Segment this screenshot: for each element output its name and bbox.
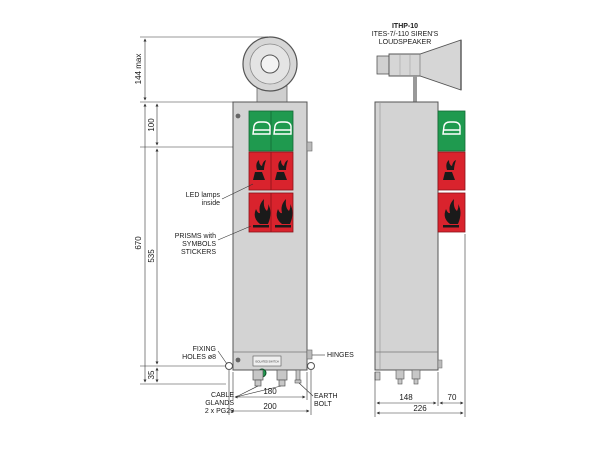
title-model: ITHP-10: [392, 23, 418, 30]
hinge-bottom: [306, 349, 313, 360]
green-prism-side: [437, 110, 466, 152]
dim-top-section: 100: [147, 118, 156, 132]
dim-siren-height: 144 max: [134, 54, 143, 85]
prism-label-1: PRISMS with: [175, 233, 216, 240]
burning-car-icon: [253, 160, 288, 180]
fixing-hole-right: [307, 362, 315, 370]
housing-side: [374, 101, 439, 371]
cable-glands: [252, 369, 288, 387]
speaker-mast: [413, 76, 417, 110]
side-glands: [374, 369, 421, 385]
burning-car-side-icon: [443, 160, 456, 180]
hinges-label: HINGES: [327, 352, 354, 359]
drawing-labels: ITHP-10 ITES-7/-110 SIREN'S LOUDSPEAKER …: [134, 23, 457, 415]
hinge-top: [306, 141, 313, 152]
dim-body-height: 535: [147, 249, 156, 263]
title-line2: LOUDSPEAKER: [379, 39, 432, 46]
prism-label-2: SYMBOLS: [182, 241, 216, 248]
switch-plate-label: ISOLATED SWITCH: [255, 360, 279, 364]
front-view: ISOLATED SWITCH: [225, 36, 315, 387]
siren-front: [242, 36, 298, 103]
horn-loudspeaker: [376, 39, 462, 91]
glands-label-1: CABLE: [211, 392, 234, 399]
isolation-switch-plate: [252, 355, 282, 367]
leader-lines: [217, 183, 325, 398]
earth-label-2: BOLT: [314, 401, 332, 408]
dim-inner-width: 180: [263, 387, 277, 396]
fixing-label-2: HOLES ø8: [182, 354, 216, 361]
dim-bottom-section: 35: [147, 370, 156, 379]
car-symbol-icon: [252, 121, 292, 135]
led-label-2: inside: [202, 200, 220, 207]
title-line1: ITES-7/-110 SIREN'S: [372, 31, 439, 38]
led-label-1: LED lamps: [186, 192, 221, 199]
glands-label-2: GLANDS: [205, 400, 234, 407]
earth-bolt: [294, 369, 302, 384]
dim-total-width: 200: [263, 402, 277, 411]
fire-symbol-icon: [253, 199, 293, 228]
dim-side-depth: 148: [399, 393, 413, 402]
dim-side-total: 226: [413, 404, 427, 413]
car-symbol-side-icon: [442, 121, 461, 135]
side-view: [374, 39, 466, 385]
glands-label-3: 2 x PG29: [205, 408, 234, 415]
fire-symbol-side-icon: [443, 199, 461, 228]
dim-total-height: 670: [134, 236, 143, 250]
earth-label-1: EARTH: [314, 393, 338, 400]
dimension-lines: [140, 36, 466, 417]
fixing-label-1: FIXING: [193, 346, 216, 353]
dim-side-prism: 70: [448, 393, 457, 402]
prism-label-3: STICKERS: [181, 249, 216, 256]
red-prism-side-1: [437, 151, 466, 191]
